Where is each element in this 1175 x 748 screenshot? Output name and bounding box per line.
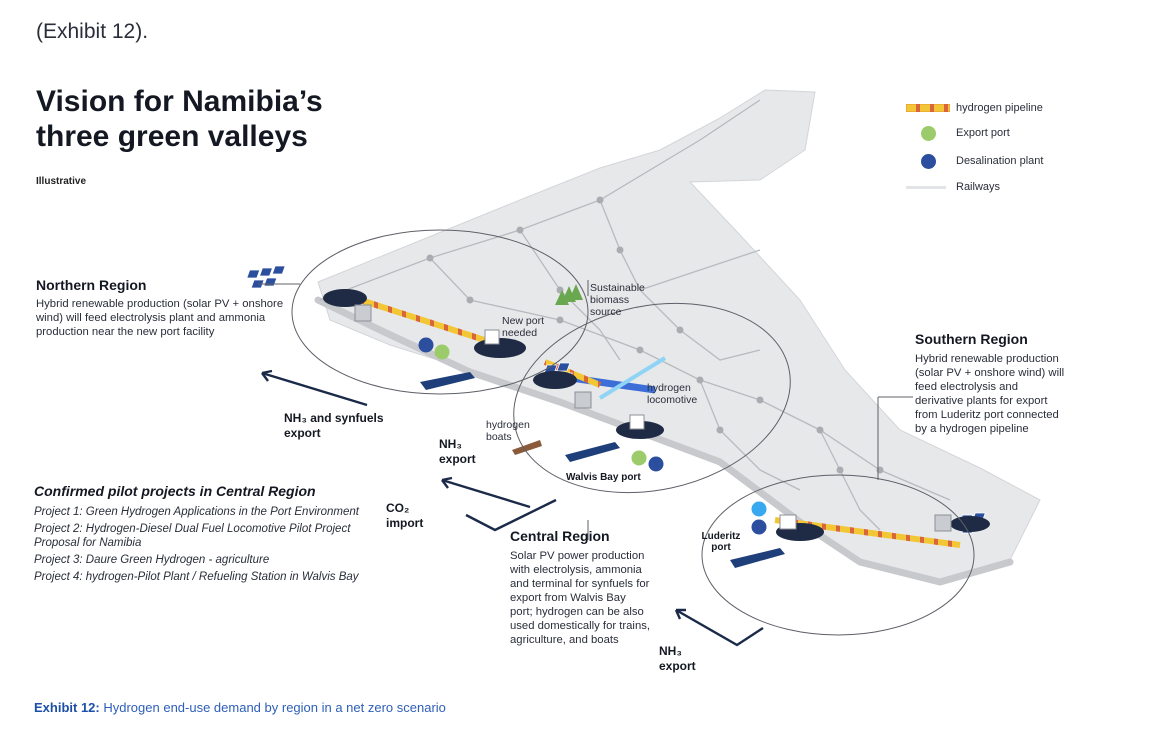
southern-region-desc: Hybrid renewable production (solar PV + … bbox=[915, 353, 1065, 435]
central-region-desc: Solar PV power production with electroly… bbox=[510, 550, 651, 646]
hydrogen-boats-label: hydrogen boats bbox=[486, 419, 530, 443]
nh3-export-central-label: NH₃ export bbox=[439, 437, 476, 466]
nh3-synfuels-export-label: NH₃ and synfuels export bbox=[284, 411, 384, 440]
leader-lines bbox=[258, 280, 913, 540]
southern-region-title: Southern Region bbox=[915, 331, 1028, 347]
legend-desal-label: Desalination plant bbox=[956, 155, 1044, 167]
ships bbox=[420, 372, 785, 568]
pilot-projects-list: Project 1: Green Hydrogen Applications i… bbox=[34, 505, 374, 587]
list-item: Project 3: Daure Green Hydrogen - agricu… bbox=[34, 554, 270, 566]
page-title: Vision for Namibia’s three green valleys bbox=[36, 84, 323, 154]
walvis-bay-port-label: Walvis Bay port bbox=[566, 472, 641, 483]
export-marker-north bbox=[434, 344, 450, 360]
legend-export-port-label: Export port bbox=[956, 127, 1010, 139]
legend-export-port: Export port bbox=[906, 123, 1010, 143]
biomass-label: Sustainable biomass source bbox=[590, 282, 645, 318]
exhibit-caption: Exhibit 12: Hydrogen end-use demand by r… bbox=[34, 700, 446, 715]
list-item: Project 1: Green Hydrogen Applications i… bbox=[34, 506, 359, 518]
desal-marker-south bbox=[751, 519, 767, 535]
desal-marker-south-light bbox=[751, 501, 767, 517]
railway-stations bbox=[426, 196, 884, 474]
list-item: Project 2: Hydrogen-Diesel Dual Fuel Loc… bbox=[34, 523, 351, 549]
hydrogen-locomotive-label: hydrogen locomotive bbox=[647, 382, 698, 406]
title-line-2: three green valleys bbox=[36, 120, 308, 153]
green-dot-icon bbox=[920, 125, 936, 141]
legend-pipeline: hydrogen pipeline bbox=[906, 98, 1043, 118]
central-region-title: Central Region bbox=[510, 528, 610, 544]
blue-dot-icon bbox=[920, 153, 936, 169]
legend-railways-label: Railways bbox=[956, 181, 1001, 193]
luderitz-port-label: Luderitz port bbox=[701, 531, 741, 553]
subtitle: Illustrative bbox=[36, 176, 87, 187]
desal-marker-central bbox=[648, 456, 664, 472]
pipeline-icon bbox=[906, 104, 950, 112]
biomass-trees bbox=[555, 284, 583, 305]
caption-text: Hydrogen end-use demand by region in a n… bbox=[99, 700, 446, 715]
co2-import-label: CO₂ import bbox=[386, 501, 424, 530]
legend-desal: Desalination plant bbox=[906, 151, 1043, 171]
export-arrows bbox=[261, 369, 764, 647]
export-marker-central bbox=[631, 450, 647, 466]
new-port-label: New port needed bbox=[502, 315, 545, 339]
exhibit-reference: (Exhibit 12). bbox=[36, 20, 149, 43]
caption-prefix: Exhibit 12: bbox=[34, 700, 100, 715]
northern-region-title: Northern Region bbox=[36, 277, 147, 293]
title-line-1: Vision for Namibia’s bbox=[36, 85, 323, 118]
region-outlines bbox=[291, 229, 975, 636]
northern-region-desc: Hybrid renewable production (solar PV + … bbox=[36, 298, 284, 338]
locomotive-track bbox=[598, 356, 667, 400]
legend-pipeline-label: hydrogen pipeline bbox=[956, 102, 1043, 114]
legend-railways: Railways bbox=[906, 177, 1000, 197]
industrial-sites bbox=[323, 289, 990, 541]
pilot-projects-title: Confirmed pilot projects in Central Regi… bbox=[34, 483, 316, 499]
desal-marker-north bbox=[418, 337, 434, 353]
railway-icon bbox=[906, 186, 946, 189]
nh3-export-south-label: NH₃ export bbox=[659, 644, 696, 673]
list-item: Project 4: hydrogen-Pilot Plant / Refuel… bbox=[34, 571, 359, 583]
